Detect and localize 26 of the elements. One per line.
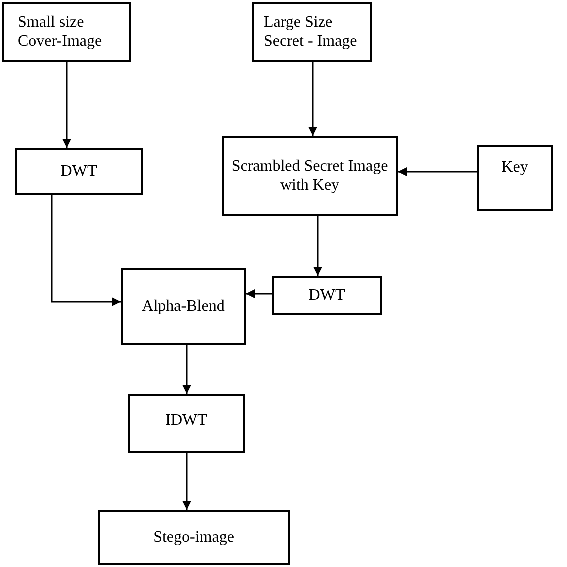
process-box bbox=[222, 136, 398, 216]
process-box bbox=[15, 148, 143, 195]
arrow bbox=[51, 195, 121, 306]
arrow bbox=[182, 345, 192, 394]
process-box bbox=[128, 394, 245, 453]
process-box bbox=[477, 145, 553, 211]
box-label: IDWT bbox=[166, 410, 208, 430]
box-label: DWT bbox=[60, 162, 98, 182]
arrow bbox=[398, 168, 477, 176]
arrow bbox=[314, 216, 322, 276]
arrow bbox=[308, 62, 318, 136]
arrow bbox=[62, 62, 72, 148]
box-label: DWT bbox=[308, 286, 346, 306]
process-box bbox=[272, 276, 382, 315]
process-box bbox=[2, 2, 131, 62]
box-label: Small size Cover-Image bbox=[18, 12, 104, 52]
process-box bbox=[252, 2, 372, 62]
box-label: Scrambled Secret Image with Key bbox=[230, 156, 390, 196]
process-box bbox=[98, 510, 290, 565]
arrow bbox=[182, 453, 192, 510]
box-label: Stego-image bbox=[154, 528, 234, 548]
box-label: Large Size Secret - Image bbox=[264, 12, 358, 52]
box-label: Alpha-Blend bbox=[142, 296, 225, 316]
process-box bbox=[121, 268, 246, 345]
box-label: Key bbox=[502, 158, 528, 178]
arrow bbox=[246, 290, 272, 298]
